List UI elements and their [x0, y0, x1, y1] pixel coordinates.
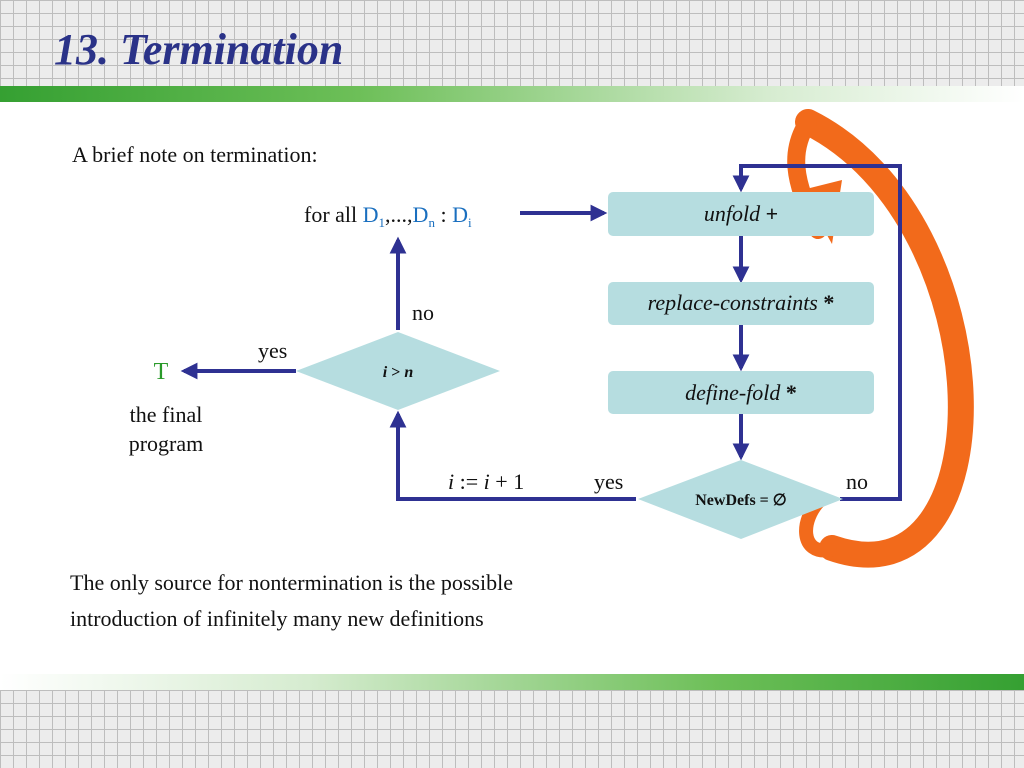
result-t-label: T [154, 359, 169, 385]
newdefs-decision-diamond: NewDefs = ∅ [638, 460, 843, 539]
unfold-box: unfold + [608, 192, 874, 236]
define-fold-box: define-fold * [608, 371, 874, 414]
yes-label-left: yes [258, 338, 287, 363]
increment-label: i := i + 1 [448, 469, 524, 494]
footer-grid-pattern [0, 690, 1024, 768]
no-label-right: no [846, 469, 868, 494]
footer-line-2: introduction of infinitely many new defi… [70, 606, 484, 631]
result-caption-line2: program [129, 431, 204, 456]
footer-note: The only source for nontermination is th… [70, 565, 513, 637]
header-grid-pattern [0, 0, 1024, 86]
result-caption-line1: the final [130, 402, 203, 427]
orange-loop-arrow [787, 106, 977, 571]
arrow-no-loop-back [732, 164, 902, 501]
replace-constraints-box: replace-constraints * [608, 282, 874, 325]
footer-line-1: The only source for nontermination is th… [70, 570, 513, 595]
header-green-band [0, 86, 1024, 102]
svg-text:unfold +: unfold + [704, 201, 778, 226]
svg-text:replace-constraints *: replace-constraints * [648, 290, 835, 315]
no-label-top: no [412, 300, 434, 325]
svg-text:define-fold *: define-fold * [685, 380, 797, 405]
for-all-label: for all D1,...,Dn : Di [304, 202, 472, 230]
i-greater-n-decision-diamond: i > n [296, 332, 500, 410]
arrow-yes-increment [389, 410, 636, 501]
flow-arrows [180, 164, 902, 501]
intro-text: A brief note on termination: [72, 142, 318, 167]
footer-green-band [0, 674, 1024, 690]
svg-text:NewDefs = ∅: NewDefs = ∅ [695, 492, 787, 509]
svg-text:i > n: i > n [383, 364, 414, 381]
yes-label-bottom: yes [594, 469, 623, 494]
slide-title: 13. Termination [54, 25, 344, 74]
